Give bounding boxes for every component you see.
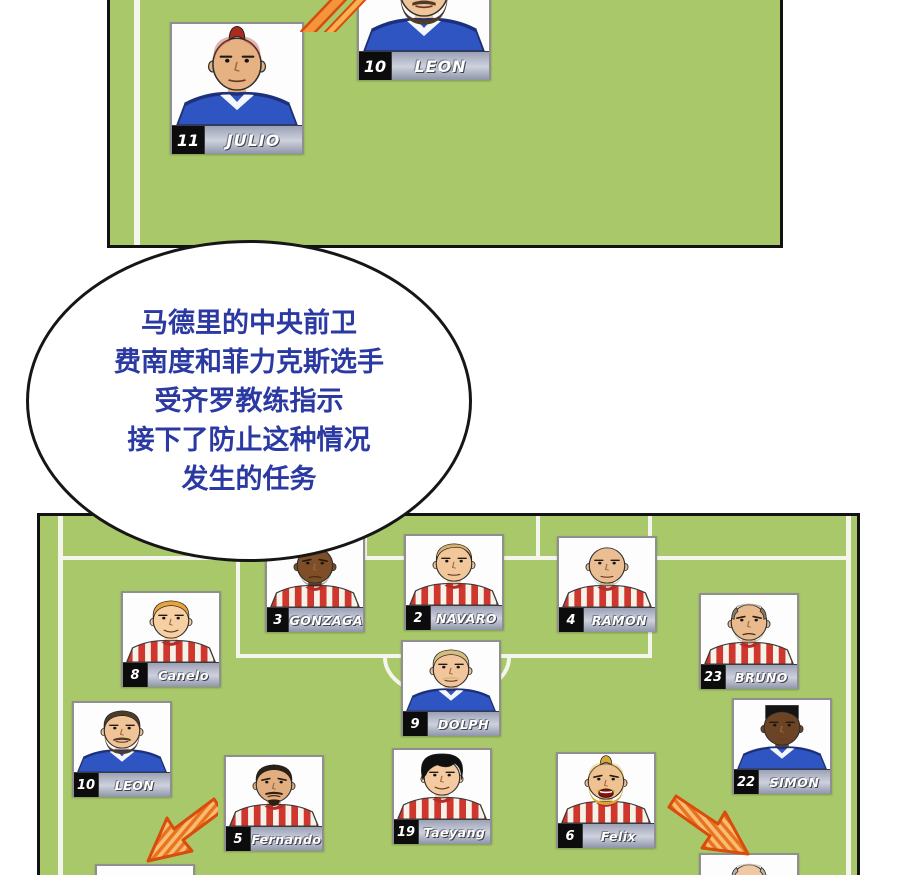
player-portrait xyxy=(359,0,489,51)
player-portrait xyxy=(123,593,219,662)
bubble-line: 发生的任务 xyxy=(181,463,317,495)
red-arrow-down-left-icon xyxy=(146,797,218,863)
player-nameplate: 4 RAMON xyxy=(559,607,655,632)
player-card: 6 Felix xyxy=(556,752,656,848)
player-nameplate: 10 LEON xyxy=(74,772,170,797)
speech-bubble: 马德里的中央前卫 费南度和菲力克斯选手 受齐罗教练指示 接下了防止这种情况 发生… xyxy=(26,240,472,562)
player-nameplate: 9 DOLPH xyxy=(403,711,499,736)
player-name: JULIO xyxy=(226,130,281,150)
bubble-line: 费南度和菲力克斯选手 xyxy=(114,346,384,378)
player-card: 8 Canelo xyxy=(121,591,221,687)
bubble-line: 马德里的中央前卫 xyxy=(141,307,357,339)
player-portrait xyxy=(406,536,502,605)
player-nameplate: 6 Felix xyxy=(558,823,654,848)
player-nameplate: 19 Taeyang xyxy=(394,819,490,844)
field-sideline-left xyxy=(58,516,63,875)
player-nameplate: 11 JULIO xyxy=(172,125,302,154)
player-portrait xyxy=(172,24,302,125)
player-number: 11 xyxy=(172,126,205,154)
player-number: 9 xyxy=(403,712,428,736)
field-sideline-right xyxy=(846,516,851,875)
player-portrait xyxy=(403,642,499,711)
player-number: 10 xyxy=(74,773,99,797)
player-portrait xyxy=(701,595,797,664)
player-nameplate: 3 GONZAGA xyxy=(267,607,363,632)
player-number: 23 xyxy=(701,665,726,689)
player-name: LEON xyxy=(414,56,467,76)
player-nameplate: 5 Fernando xyxy=(226,826,322,851)
player-name: NAVARO xyxy=(435,610,498,626)
player-nameplate: 2 NAVARO xyxy=(406,605,502,630)
player-portrait xyxy=(226,757,322,826)
player-portrait xyxy=(734,700,830,769)
player-number: 10 xyxy=(359,52,392,80)
player-number: 4 xyxy=(559,608,584,632)
player-portrait xyxy=(74,703,170,772)
player-card: 2 NAVARO xyxy=(404,534,504,630)
player-nameplate: 10 LEON xyxy=(359,51,489,80)
player-card: 10 LEON xyxy=(72,701,172,797)
player-number: 22 xyxy=(734,770,759,794)
player-name: SIMON xyxy=(769,774,820,790)
player-card xyxy=(95,864,195,875)
player-portrait xyxy=(559,538,655,607)
player-nameplate: 22 SIMON xyxy=(734,769,830,794)
red-arrow-tail-top-icon xyxy=(299,0,367,32)
bubble-line: 受齐罗教练指示 xyxy=(154,385,344,417)
player-name: Felix xyxy=(600,828,637,844)
player-card: 22 SIMON xyxy=(732,698,832,794)
player-nameplate: 23 BRUNO xyxy=(701,664,797,689)
player-portrait xyxy=(558,754,654,823)
player-card: 9 DOLPH xyxy=(401,640,501,736)
player-card: 23 BRUNO xyxy=(699,593,799,689)
player-name: LEON xyxy=(114,777,155,793)
goal-box-right-line xyxy=(536,516,540,560)
player-name: Canelo xyxy=(158,667,209,683)
player-portrait xyxy=(701,855,797,875)
red-arrow-down-right-icon xyxy=(667,794,750,856)
player-number: 8 xyxy=(123,663,148,687)
player-card: 5 Fernando xyxy=(224,755,324,851)
field-line-vertical xyxy=(134,0,140,245)
player-number: 2 xyxy=(406,606,431,630)
player-name: Taeyang xyxy=(423,824,486,840)
player-name: BRUNO xyxy=(735,669,788,685)
player-nameplate: 8 Canelo xyxy=(123,662,219,687)
player-number: 3 xyxy=(267,608,290,632)
player-number: 5 xyxy=(226,827,251,851)
player-portrait xyxy=(394,750,490,819)
player-card: 11 JULIO xyxy=(170,22,304,154)
penalty-box-left-line xyxy=(236,516,240,658)
player-portrait xyxy=(97,866,193,875)
player-name: GONZAGA xyxy=(289,612,363,628)
player-card: 10 LEON xyxy=(357,0,491,80)
player-name: RAMON xyxy=(591,612,648,628)
player-number: 19 xyxy=(394,820,419,844)
player-card: 4 RAMON xyxy=(557,536,657,632)
player-name: DOLPH xyxy=(437,716,490,732)
player-number: 6 xyxy=(558,824,583,848)
player-name: Fernando xyxy=(251,831,322,847)
player-card: 19 Taeyang xyxy=(392,748,492,844)
bubble-line: 接下了防止这种情况 xyxy=(127,424,371,456)
